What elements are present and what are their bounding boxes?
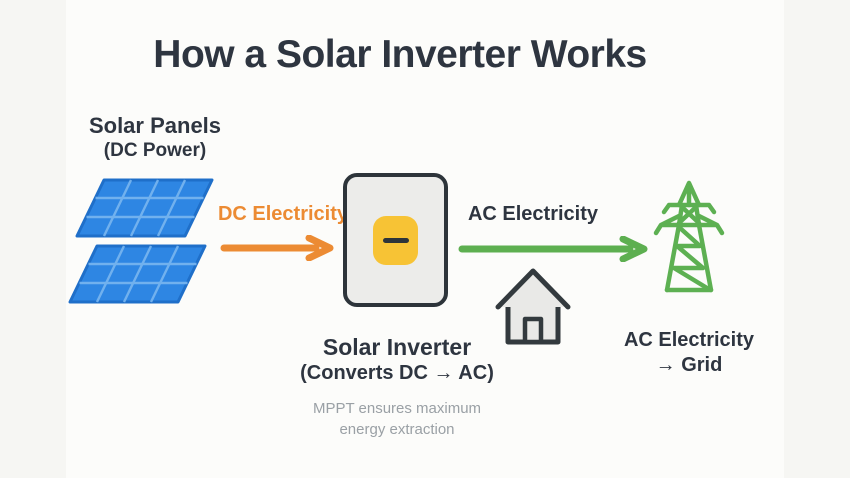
grid-output-label-line2: → Grid [655, 354, 723, 376]
dc-electricity-label: DC Electricity [217, 203, 349, 225]
left-margin-band [0, 0, 66, 478]
mppt-note: MPPT ensures maximum energy extraction [313, 398, 481, 440]
solar-panels-label: Solar Panels [88, 113, 222, 138]
page-title: How a Solar Inverter Works [153, 33, 647, 76]
mppt-note-line2: energy extraction [339, 421, 455, 438]
solar-panels-icon [68, 178, 214, 304]
ac-electricity-label: AC Electricity [467, 203, 599, 225]
solar-panels-sublabel: (DC Power) [103, 140, 207, 161]
dc-arrow-icon [220, 235, 334, 261]
right-margin-band [784, 0, 850, 478]
ac-arrow-icon [458, 236, 648, 262]
inverter-label: Solar Inverter [322, 334, 472, 360]
inverter-indicator-button [373, 215, 418, 265]
house-icon [495, 268, 571, 345]
transmission-tower-icon [653, 180, 725, 293]
inverter-icon [343, 173, 448, 307]
inverter-sublabel: (Converts DC → AC) [300, 362, 494, 384]
minus-icon [382, 237, 409, 243]
grid-output-label-line1: AC Electricity [623, 329, 755, 351]
mppt-note-line1: MPPT ensures maximum [312, 400, 482, 417]
